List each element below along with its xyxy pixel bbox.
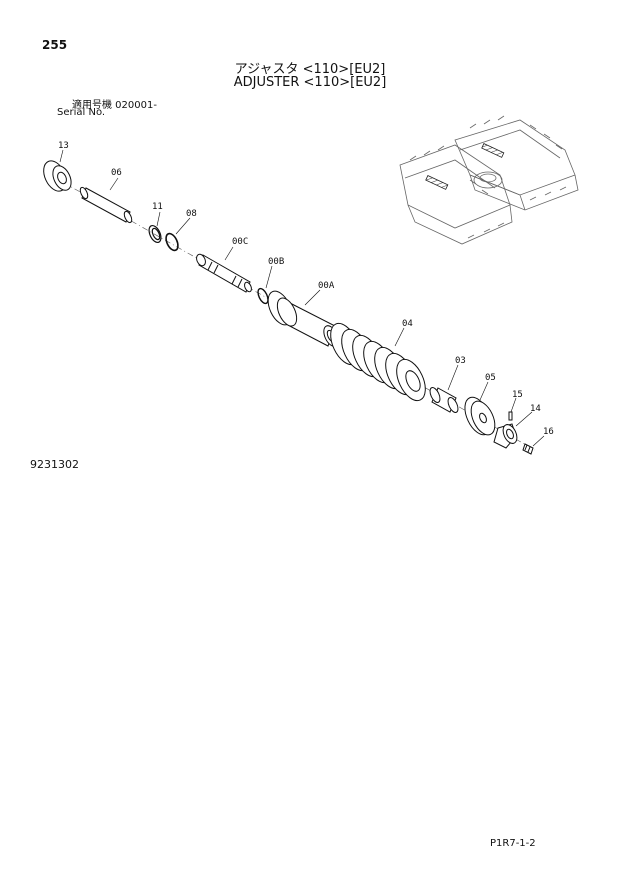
part-00A-cylinder (267, 290, 339, 347)
part-06-rod (79, 186, 133, 224)
part-08-o-ring (165, 232, 179, 252)
part-label: 06 (111, 168, 122, 178)
part-labels: 13 06 11 08 00C 00B 00A 04 03 05 15 14 1… (58, 141, 554, 437)
part-00B-seal-ring (257, 287, 269, 305)
part-15-pin (508, 411, 513, 421)
part-14-nut (493, 423, 518, 449)
part-label: 05 (485, 373, 496, 383)
undercarriage-reference-drawing (399, 115, 579, 245)
part-label: 03 (455, 356, 466, 366)
part-16-grease-fitting (522, 443, 534, 455)
page-number: 255 (42, 38, 68, 52)
part-03-spacer (429, 387, 459, 413)
part-label: 11 (152, 202, 163, 212)
part-label: 14 (530, 404, 541, 414)
part-13-end-flange (43, 160, 72, 192)
part-label: 04 (402, 319, 413, 329)
part-label: 13 (58, 141, 69, 151)
leader-lines (59, 149, 545, 447)
title-japanese: アジャスタ <110>[EU2] (234, 62, 386, 77)
serial-label-japanese: 適用号機 020001- (72, 100, 157, 111)
part-05-washer (464, 396, 496, 436)
figure-number: 9231302 (30, 458, 79, 471)
part-label: 00B (268, 257, 284, 267)
part-04-coil-spring (330, 322, 426, 402)
part-label: 16 (543, 427, 554, 437)
part-00C-shaft (196, 253, 252, 293)
part-label: 00C (232, 237, 248, 247)
part-label: 08 (186, 209, 197, 219)
part-label: 15 (512, 390, 523, 400)
part-label: 00A (318, 281, 335, 291)
reference-code: P1R7-1-2 (490, 838, 536, 849)
title-english: ADJUSTER <110>[EU2] (233, 75, 387, 90)
part-11-ring (148, 224, 162, 244)
serial-label-english: Serial No. (57, 107, 106, 118)
